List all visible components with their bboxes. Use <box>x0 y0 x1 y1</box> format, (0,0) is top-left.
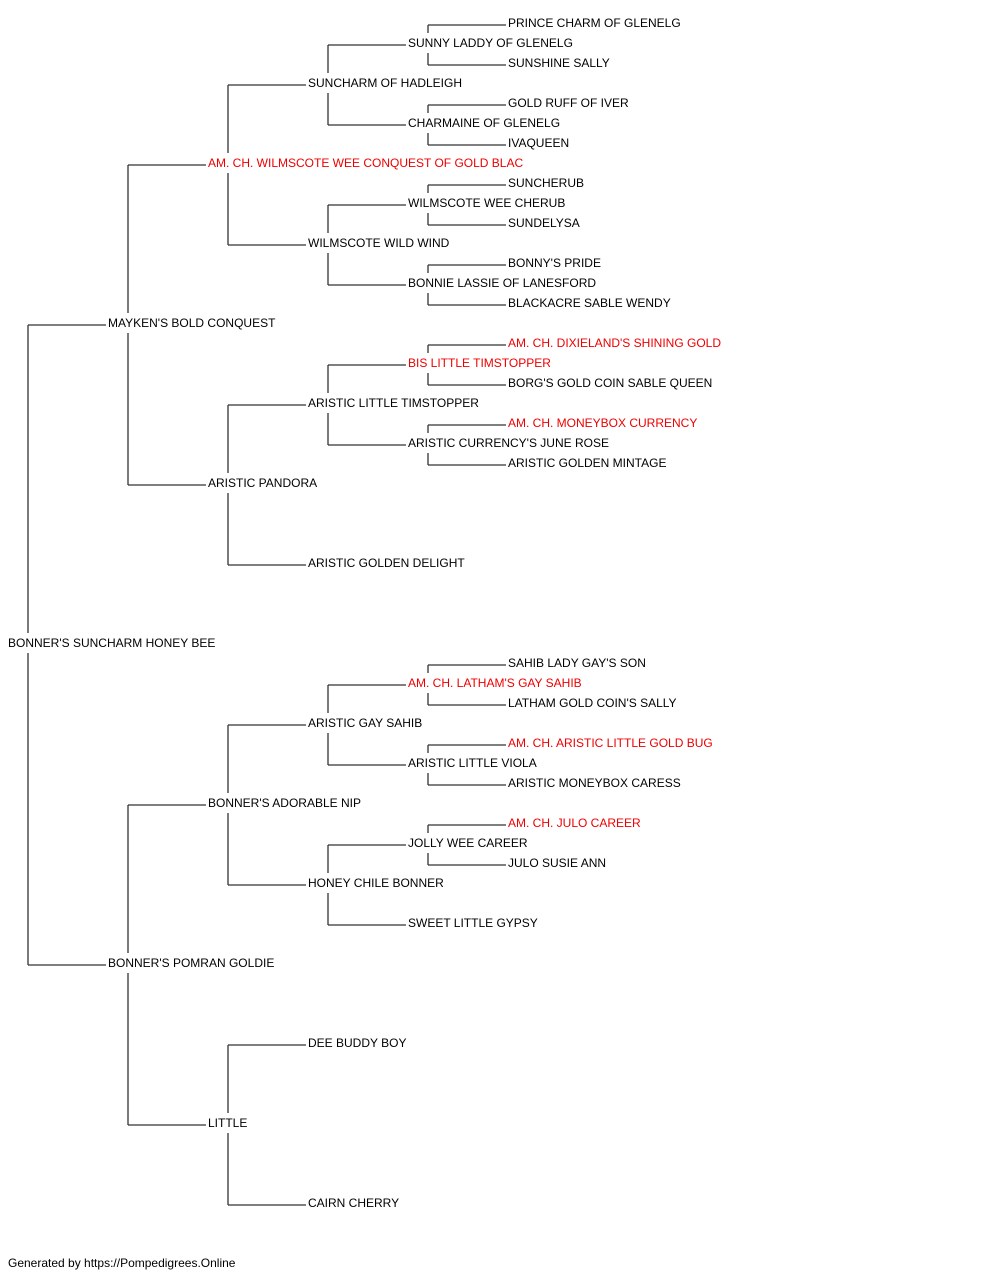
dog-name: ARISTIC MONEYBOX CARESS <box>508 776 681 790</box>
champion-dog-name: AM. CH. JULO CAREER <box>508 816 641 830</box>
dog-name: SUNCHARM OF HADLEIGH <box>308 76 462 90</box>
dog-name: LATHAM GOLD COIN'S SALLY <box>508 696 677 710</box>
champion-dog-name: AM. CH. MONEYBOX CURRENCY <box>508 416 697 430</box>
dog-name: JULO SUSIE ANN <box>508 856 606 870</box>
dog-name: BONNIE LASSIE OF LANESFORD <box>408 276 596 290</box>
dog-name: DEE BUDDY BOY <box>308 1036 406 1050</box>
champion-dog-name: AM. CH. LATHAM'S GAY SAHIB <box>408 676 582 690</box>
dog-name: BORG'S GOLD COIN SABLE QUEEN <box>508 376 712 390</box>
dog-name: HONEY CHILE BONNER <box>308 876 444 890</box>
footer-credit: Generated by https://Pompedigrees.Online <box>8 1256 236 1270</box>
dog-name: PRINCE CHARM OF GLENELG <box>508 16 681 30</box>
dog-name: LITTLE <box>208 1116 247 1130</box>
champion-dog-name: BIS LITTLE TIMSTOPPER <box>408 356 551 370</box>
dog-name: SUNSHINE SALLY <box>508 56 610 70</box>
dog-name: SAHIB LADY GAY'S SON <box>508 656 646 670</box>
dog-name: WILMSCOTE WILD WIND <box>308 236 450 250</box>
dog-name: BONNER'S POMRAN GOLDIE <box>108 956 274 970</box>
dog-name: ARISTIC GAY SAHIB <box>308 716 422 730</box>
dog-name: CHARMAINE OF GLENELG <box>408 116 560 130</box>
dog-name: IVAQUEEN <box>508 136 569 150</box>
dog-name: BONNER'S ADORABLE NIP <box>208 796 361 810</box>
dog-name: WILMSCOTE WEE CHERUB <box>408 196 565 210</box>
dog-name: SWEET LITTLE GYPSY <box>408 916 538 930</box>
dog-name: ARISTIC GOLDEN DELIGHT <box>308 556 465 570</box>
dog-name: ARISTIC LITTLE VIOLA <box>408 756 537 770</box>
dog-name: SUNNY LADDY OF GLENELG <box>408 36 573 50</box>
dog-name: JOLLY WEE CAREER <box>408 836 528 850</box>
champion-dog-name: AM. CH. ARISTIC LITTLE GOLD BUG <box>508 736 713 750</box>
dog-name: MAYKEN'S BOLD CONQUEST <box>108 316 276 330</box>
dog-name: SUNDELYSA <box>508 216 580 230</box>
champion-dog-name: AM. CH. DIXIELAND'S SHINING GOLD <box>508 336 721 350</box>
dog-name: GOLD RUFF OF IVER <box>508 96 629 110</box>
dog-name: BLACKACRE SABLE WENDY <box>508 296 671 310</box>
dog-name: CAIRN CHERRY <box>308 1196 399 1210</box>
dog-name: BONNER'S SUNCHARM HONEY BEE <box>8 636 215 650</box>
dog-name: ARISTIC PANDORA <box>208 476 317 490</box>
dog-name: ARISTIC GOLDEN MINTAGE <box>508 456 666 470</box>
champion-dog-name: AM. CH. WILMSCOTE WEE CONQUEST OF GOLD B… <box>208 156 523 170</box>
dog-name: ARISTIC CURRENCY'S JUNE ROSE <box>408 436 609 450</box>
dog-name: ARISTIC LITTLE TIMSTOPPER <box>308 396 479 410</box>
dog-name: SUNCHERUB <box>508 176 584 190</box>
dog-name: BONNY'S PRIDE <box>508 256 601 270</box>
